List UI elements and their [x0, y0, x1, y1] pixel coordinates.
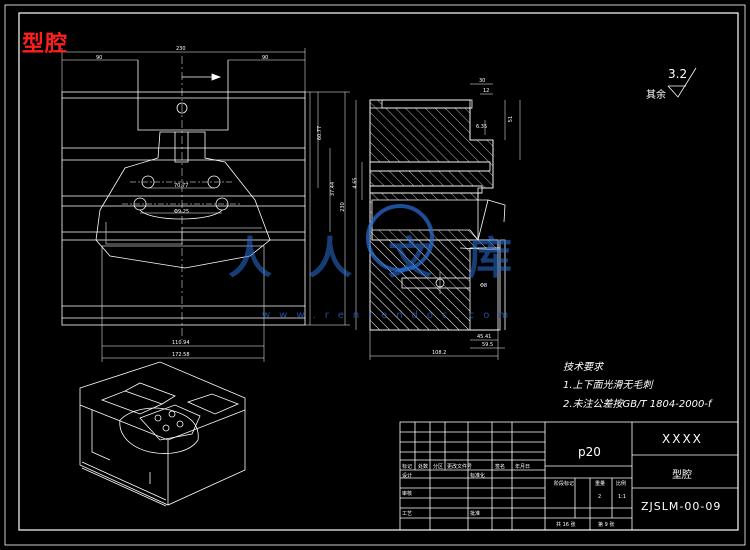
dim-front-bottom-2: 172.58 — [172, 352, 190, 358]
quantity-value: 2 — [598, 494, 602, 500]
title-block — [399, 421, 739, 531]
dim-side-left-1: 4.65 — [352, 177, 359, 189]
dim-front-right-3: 230 — [339, 202, 346, 212]
dim-front-top-total: 230 — [176, 46, 186, 52]
dim-front-bottom-1: 110.94 — [172, 340, 190, 346]
dim-side-bottom-2: 59.5 — [482, 342, 494, 348]
dim-front-right-1: 60.77 — [317, 125, 324, 141]
front-view — [61, 48, 350, 362]
role-label-3: 审核 — [402, 491, 413, 497]
dim-side-right-2: 6.35 — [476, 124, 488, 130]
dim-side-bottom-3: 108.2 — [432, 350, 447, 356]
scale-value: 1:1 — [618, 494, 627, 500]
inner-border — [18, 12, 739, 531]
dim-front-right-2: 37.44 — [330, 181, 337, 197]
roughness-symbol — [667, 67, 697, 98]
dim-front-mid-1: 70.77 — [174, 183, 189, 189]
drawing-number-label: ZJSLM-00-09 — [641, 500, 722, 513]
role-label-5: 批准 — [470, 511, 481, 517]
role-label-2: 标准化 — [470, 473, 486, 479]
stage-label-2: 重量 — [595, 481, 606, 487]
dim-front-top-right: 90 — [262, 55, 269, 61]
header-label-4: 更改文件号 — [447, 464, 473, 470]
role-label-1: 设计 — [402, 473, 413, 479]
tech-req-item-1: 1.上下面光滑无毛刺 — [563, 380, 653, 391]
dim-side-right-1: 51 — [508, 115, 515, 123]
dim-side-mid-1: Φ8 — [480, 283, 488, 289]
company-label: XXXX — [662, 432, 703, 446]
tech-req-heading: 技术要求 — [563, 362, 603, 373]
sheet-number: 第 9 张 — [598, 522, 615, 528]
dim-front-mid-2: Φ9.25 — [174, 209, 190, 215]
header-label-3: 分区 — [433, 464, 444, 470]
stage-label-3: 比例 — [616, 481, 627, 487]
sheets-total: 共 16 张 — [556, 522, 576, 528]
header-label-6: 年月日 — [515, 464, 531, 470]
watermark-url: www.renrendoc.com — [262, 310, 518, 321]
header-label-1: 标记 — [402, 464, 413, 470]
header-label-2: 处数 — [418, 464, 429, 470]
dim-side-top-2: 12 — [483, 88, 490, 94]
watermark-text: 人人文库 — [228, 233, 548, 284]
side-section-view — [355, 83, 521, 360]
dim-front-top-left: 90 — [96, 55, 103, 61]
part-name-label: 型腔 — [672, 470, 692, 481]
role-label-4: 工艺 — [402, 511, 413, 517]
drawing-title-label: 型腔 — [22, 32, 69, 57]
isometric-view — [79, 361, 246, 507]
stage-label-1: 阶段标记 — [554, 481, 575, 487]
outer-border — [4, 4, 746, 546]
header-label-5: 签名 — [495, 464, 506, 470]
roughness-value: 3.2 — [668, 67, 688, 81]
roughness-note: 其余 — [646, 90, 666, 101]
dim-side-top-1: 30 — [479, 78, 486, 84]
material-label: p20 — [578, 445, 601, 459]
dim-side-bottom-1: 45.41 — [477, 334, 492, 340]
tech-req-item-2: 2.未注公差按GB/T 1804-2000-f — [563, 399, 712, 410]
